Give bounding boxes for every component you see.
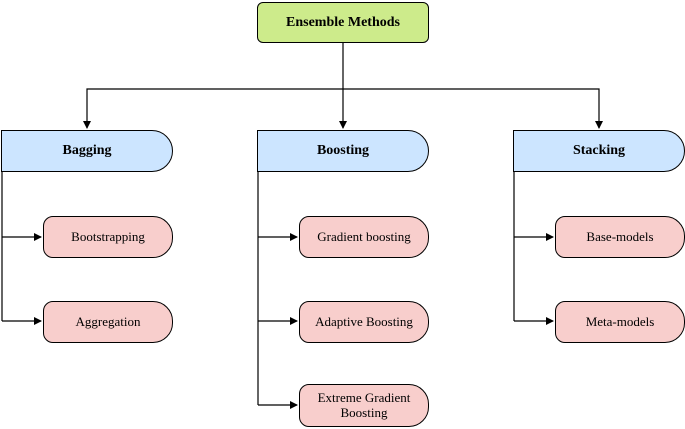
item-node-aggregation: Aggregation <box>43 301 173 343</box>
category-label-boosting: Boosting <box>316 143 370 159</box>
root-to-stacking-arrow <box>343 88 603 129</box>
item-label-extreme-gradient-boosting: Extreme Gradient Boosting <box>317 390 411 420</box>
item-label-base-models: Base-models <box>586 228 654 244</box>
item-node-gradient-boosting: Gradient boosting <box>299 216 429 258</box>
item-node-extreme-gradient-boosting: Extreme Gradient Boosting <box>299 384 429 427</box>
category-node-stacking: Stacking <box>513 130 685 172</box>
category-label-stacking: Stacking <box>572 143 626 159</box>
root-to-bagging-arrow <box>83 88 343 129</box>
category-label-bagging: Bagging <box>62 143 112 159</box>
root-node: Ensemble Methods <box>257 2 429 43</box>
item-node-bootstrapping: Bootstrapping <box>43 216 173 258</box>
item-label-gradient-boosting: Gradient boosting <box>317 228 411 244</box>
item-label-aggregation: Aggregation <box>75 313 141 329</box>
category-node-boosting: Boosting <box>257 130 429 172</box>
item-node-base-models: Base-models <box>555 216 685 258</box>
item-node-adaptive-boosting: Adaptive Boosting <box>299 301 429 343</box>
category-node-bagging: Bagging <box>1 130 173 172</box>
item-label-adaptive-boosting: Adaptive Boosting <box>315 313 413 329</box>
item-label-bootstrapping: Bootstrapping <box>71 228 145 244</box>
item-node-meta-models: Meta-models <box>555 301 685 343</box>
item-label-meta-models: Meta-models <box>585 313 655 329</box>
root-node-label: Ensemble Methods <box>286 14 400 30</box>
